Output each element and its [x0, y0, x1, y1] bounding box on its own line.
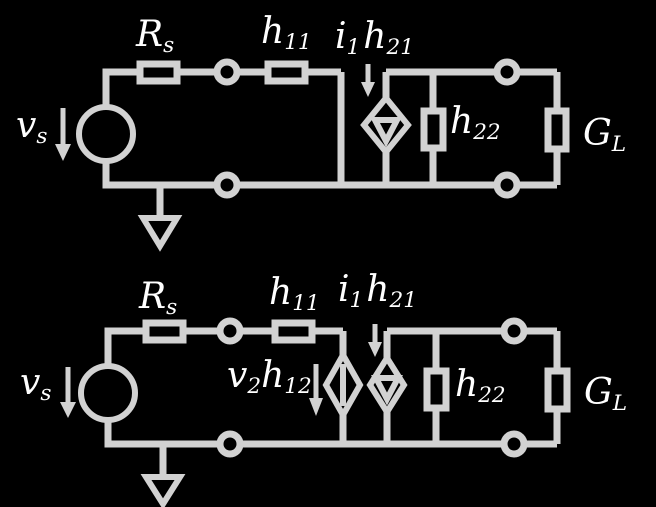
output-port-top-terminal [493, 58, 521, 86]
output-port-bottom-terminal [493, 171, 521, 199]
vs-voltage-source-circle [76, 104, 136, 164]
rs-label: Rs [139, 276, 178, 321]
h11-label: h11 [261, 11, 312, 56]
input-port-bottom-terminal [216, 430, 244, 458]
input-port-top-terminal [216, 317, 244, 345]
i1h21-label: i1h21 [335, 16, 414, 61]
vs-voltage-source-circle [78, 363, 138, 423]
i1h21-label: i1h21 [338, 269, 417, 314]
h11-label: h11 [269, 272, 320, 317]
output-port-bottom-terminal [500, 430, 528, 458]
vs-polarity-arrow-icon [55, 144, 71, 161]
vs-polarity-arrow-icon [60, 402, 76, 418]
gl-label: GL [584, 372, 628, 417]
h22-label: h22 [455, 364, 506, 409]
ground-icon [140, 474, 186, 507]
gl-load-resistor [544, 107, 570, 153]
gl-label: GL [583, 113, 627, 158]
input-port-bottom-terminal [213, 171, 241, 199]
vs-label: vs [16, 105, 48, 150]
vs-label: vs [20, 362, 52, 407]
gl-load-resistor [544, 367, 571, 413]
bottom-circuit [60, 317, 571, 507]
ground-icon [137, 215, 183, 252]
v2h12-label: v2h12 [227, 355, 312, 400]
i1h21-direction-arrow-icon [361, 82, 375, 97]
i1h21-source-inner-arrow-icon [370, 117, 402, 148]
h22-label: h22 [450, 101, 501, 146]
h11-resistor [271, 319, 316, 344]
h22-resistor [420, 107, 447, 152]
v2h12-polarity-arrow-icon [309, 398, 323, 416]
rs-label: Rs [136, 14, 175, 59]
input-port-top-terminal [213, 58, 241, 86]
h11-resistor [264, 60, 309, 85]
output-port-top-terminal [500, 317, 528, 345]
h22-resistor [423, 367, 450, 412]
rs-resistor [136, 60, 181, 85]
i1h21-source-inner-arrow-icon [371, 375, 403, 406]
i1h21-direction-arrow-icon [368, 342, 382, 357]
rs-resistor [142, 319, 187, 344]
top-circuit [55, 58, 570, 252]
